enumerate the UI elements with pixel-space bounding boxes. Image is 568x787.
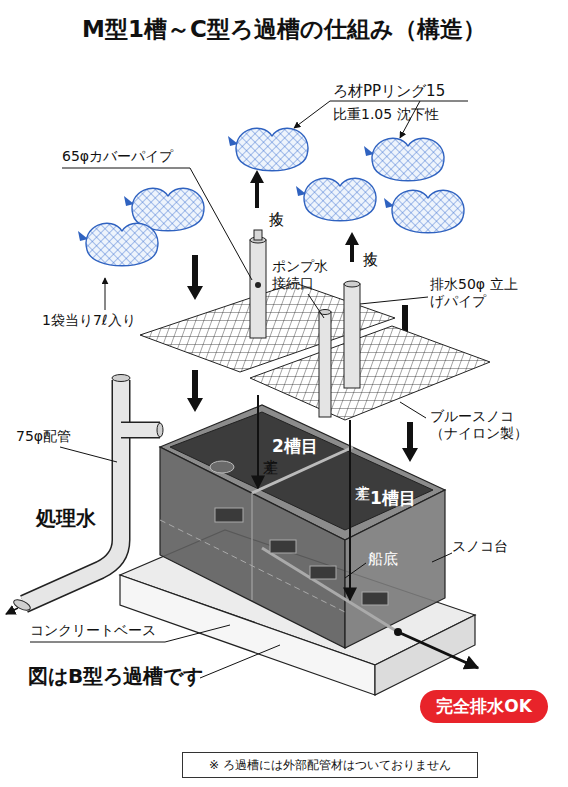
part-label: 排水50φ 立上げパイプ xyxy=(430,276,530,310)
part-label: 処理水 xyxy=(36,506,96,530)
part-label: ブルースノコ （ナイロン製） xyxy=(430,408,538,442)
outlet-pipe xyxy=(121,423,160,437)
media-bag xyxy=(228,128,308,170)
status-pill: 完全排水OK xyxy=(420,690,548,723)
media-bag xyxy=(364,138,444,180)
cover-pipe xyxy=(250,240,266,338)
pipe-end xyxy=(157,423,163,437)
part-label: 比重1.05 沈下性 xyxy=(333,106,439,123)
title: M型1槽～C型ろ過槽の仕組み（構造） xyxy=(0,14,568,45)
flow-arrow xyxy=(6,608,18,614)
media-bag xyxy=(296,178,376,220)
part-label: 1槽目 xyxy=(370,488,416,508)
pipe-end xyxy=(344,281,360,287)
part-label: コンクリートベース xyxy=(30,622,156,639)
support-block xyxy=(310,566,336,579)
part-label: 船底 xyxy=(368,550,398,568)
down-arrow xyxy=(187,370,203,412)
up-arrow xyxy=(250,170,264,208)
node-text: 完全排水OK xyxy=(436,695,532,718)
leader-line xyxy=(345,563,366,578)
part-label: 75φ配管 xyxy=(16,428,71,445)
insert-arrow xyxy=(349,420,351,600)
part-label: 1袋当り7ℓ入り xyxy=(42,312,136,329)
note-box: ※ ろ過槽には外部配管材はついておりません xyxy=(182,752,478,778)
part-label: 抜く xyxy=(362,240,380,257)
leader-line xyxy=(400,402,426,418)
inner-pipe xyxy=(254,230,262,240)
bottom-pipe xyxy=(262,548,398,632)
media-bag xyxy=(384,190,464,232)
outlet-pipe xyxy=(121,422,160,439)
outlet-pipe xyxy=(24,380,121,604)
part-label: スノコ台 xyxy=(452,538,508,555)
support-block xyxy=(270,540,296,553)
leader-line xyxy=(62,168,252,280)
tank-side xyxy=(345,490,445,648)
insert-arrow xyxy=(257,395,259,488)
leader-line xyxy=(308,294,324,318)
leader-line xyxy=(330,101,468,102)
divider-wall xyxy=(251,493,253,600)
pipe-inlet xyxy=(210,461,234,473)
down-arrow xyxy=(402,422,418,462)
part-label: 図はB型ろ過槽です xyxy=(28,664,203,688)
pipe-port xyxy=(255,282,261,288)
leader-line xyxy=(360,297,428,304)
pump-pipe xyxy=(319,312,331,417)
leader-line xyxy=(432,553,452,562)
support-block xyxy=(215,508,243,522)
node-text: ※ ろ過槽には外部配管材はついておりません xyxy=(209,757,451,774)
outlet-pipe xyxy=(24,380,121,604)
drain-pipe xyxy=(344,284,360,388)
down-arrow xyxy=(187,255,203,300)
leader-line xyxy=(200,645,280,678)
part-label: 2槽目 xyxy=(272,436,318,456)
part-label: 差す xyxy=(354,474,372,491)
leader-line xyxy=(60,447,117,462)
mesh-grid xyxy=(250,326,490,420)
pipe-end xyxy=(112,375,130,382)
up-arrow xyxy=(345,232,359,262)
tank-front xyxy=(160,447,345,648)
leader-line xyxy=(105,278,106,310)
support-block xyxy=(362,592,388,605)
part-label: ろ材PPリング15 xyxy=(333,82,445,100)
leader-line xyxy=(294,101,330,128)
water-line xyxy=(160,520,345,612)
part-label: 抜く xyxy=(268,200,286,217)
part-label: 65φカバーパイプ xyxy=(62,148,173,165)
media-bag xyxy=(78,223,158,265)
drain-arrow xyxy=(398,632,478,668)
part-label: ポンプ水 接続口 xyxy=(272,258,338,292)
